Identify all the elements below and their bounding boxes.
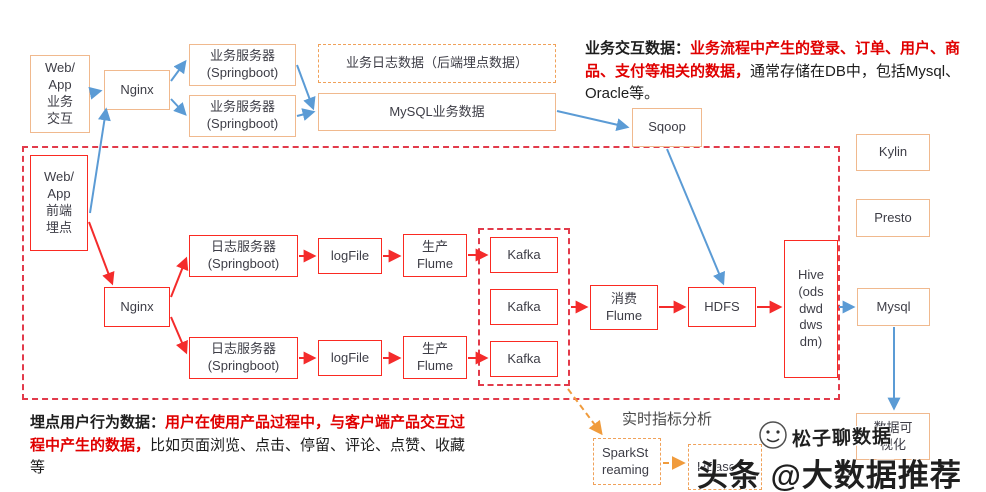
arrow-mysqldata-to-sqoop [556, 110, 630, 132]
arrow-business-to-nginx [88, 86, 103, 100]
kafka-cluster-container [478, 228, 570, 386]
node-logfile-1: logFile [318, 238, 382, 274]
node-log-server-2: 日志服务器 (Springboot) [189, 337, 298, 379]
node-data-visualization: 数据可 视化 [856, 413, 930, 460]
node-nginx-business: Nginx [104, 70, 170, 110]
annotation-business-highlight: 业务流程中产生的登录、订单、用户、商品、支付等相关的数据， [585, 40, 961, 80]
annotation-business-rest: 通常存储在DB中，包括Mysql、Oracle等。 [585, 62, 961, 103]
node-biz-log-data: 业务日志数据（后端埋点数据） [318, 44, 556, 83]
node-kafka-2: Kafka [490, 289, 558, 325]
annotation-tracking-highlight: 用户在使用产品过程中，与客户端产品交互过程中产生的数据， [30, 414, 466, 454]
node-spark-streaming: SparkSt reaming [593, 438, 661, 485]
watermark-badge: 松子聊数据 [791, 426, 893, 451]
node-log-server-1: 日志服务器 (Springboot) [189, 235, 298, 277]
annotation-tracking-rest: 比如页面浏览、点击、停留、评论、点赞、收藏等 [30, 436, 466, 477]
mascot-icon [759, 421, 787, 449]
node-nginx-log: Nginx [104, 287, 170, 327]
node-hive: Hive (ods dwd dws dm) [784, 240, 838, 378]
node-kafka-1: Kafka [490, 237, 558, 273]
node-mysql-biz-data: MySQL业务数据 [318, 93, 556, 131]
annotation-tracking-data: 埋点用户行为数据：用户在使用产品过程中，与客户端产品交互过程中产生的数据，比如页… [30, 412, 475, 480]
node-flume-consumer: 消费 Flume [590, 285, 658, 330]
node-hbase: HBase [688, 444, 762, 490]
tracking-pipeline-container [22, 146, 840, 400]
watermark-title: 头条 @大数据推荐杂谈 [697, 458, 962, 492]
arrow-bizserver2-to-mysqldata [296, 108, 316, 121]
annotation-tracking-lead: 埋点用户行为数据： [30, 414, 166, 431]
realtime-analysis-label: 实时指标分析 [622, 411, 713, 428]
annotation-business-data: 业务交互数据：业务流程中产生的登录、订单、用户、商品、支付等相关的数据，通常存储… [585, 38, 983, 106]
node-webapp-business: Web/ App 业务 交互 [30, 55, 90, 133]
node-flume-producer-2: 生产 Flume [403, 336, 467, 379]
node-logfile-2: logFile [318, 340, 382, 376]
annotation-business-lead: 业务交互数据： [585, 40, 691, 57]
node-kylin: Kylin [856, 134, 930, 171]
arrow-nginx-to-bizserver1 [170, 59, 187, 82]
node-kafka-3: Kafka [490, 341, 558, 377]
node-mysql-out: Mysql [857, 288, 930, 326]
node-presto: Presto [856, 199, 930, 237]
node-webapp-frontend: Web/ App 前端 埋点 [30, 155, 88, 251]
node-flume-producer-1: 生产 Flume [403, 234, 467, 277]
arrow-nginx-to-bizserver2 [170, 98, 187, 116]
arrow-bizserver1-to-mysqldata [296, 64, 316, 111]
node-biz-server-1: 业务服务器 (Springboot) [189, 44, 296, 86]
node-biz-server-2: 业务服务器 (Springboot) [189, 95, 296, 137]
node-sqoop: Sqoop [632, 108, 702, 147]
node-hdfs: HDFS [688, 287, 756, 327]
